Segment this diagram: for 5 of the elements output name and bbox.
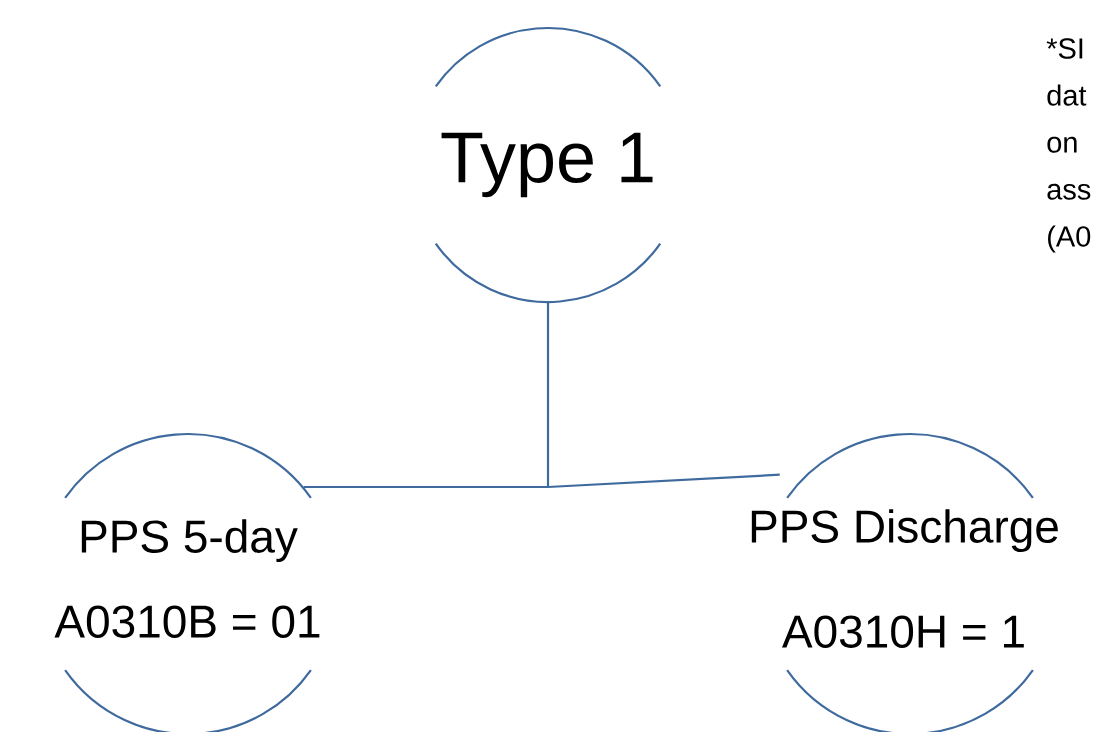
circle-node: Type 1: [434, 26, 662, 304]
circle-node: PPS Discharge A0310H = 1: [751, 432, 1058, 732]
connector: [303, 302, 780, 489]
circle-node: PPS 5-day A0310B = 01: [54, 432, 320, 732]
note-text: *SI dat on ass (A0: [1046, 38, 1091, 253]
